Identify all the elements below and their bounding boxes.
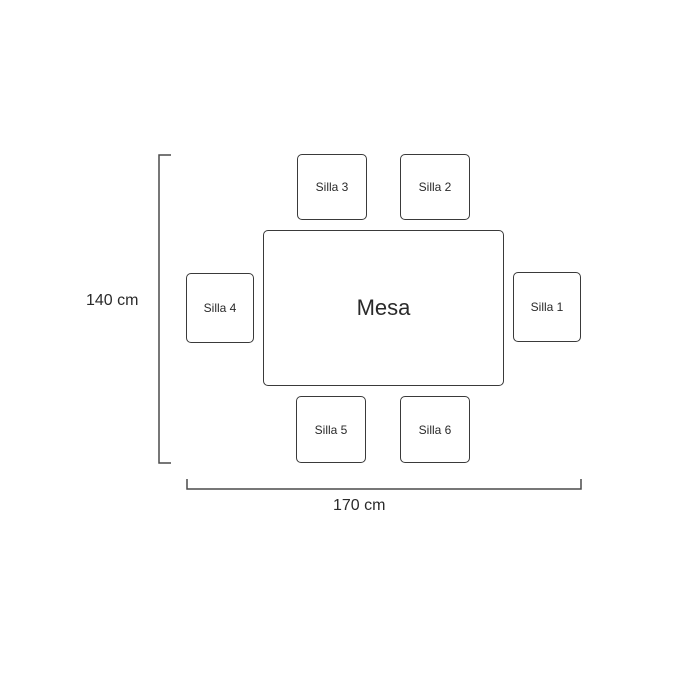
- chair-label: Silla 2: [418, 180, 452, 194]
- chair-label: Silla 6: [418, 422, 452, 437]
- chair-5: Silla 5: [296, 396, 366, 463]
- chair-3: Silla 3: [297, 154, 367, 220]
- chair-2: Silla 2: [400, 154, 470, 220]
- chair-4: Silla 4: [186, 273, 254, 343]
- chair-label: Silla 1: [530, 300, 564, 314]
- chair-1: Silla 1: [513, 272, 581, 342]
- depth-label: 140 cm: [86, 292, 139, 309]
- chair-label: Silla 3: [315, 180, 349, 194]
- chair-label: Silla 4: [203, 301, 237, 315]
- width-bracket: [186, 479, 582, 490]
- depth-bracket: [158, 154, 171, 464]
- table: Mesa: [263, 230, 504, 386]
- chair-label: Silla 5: [314, 422, 348, 437]
- width-label: 170 cm: [333, 497, 386, 514]
- chair-6: Silla 6: [400, 396, 470, 463]
- table-label: Mesa: [356, 295, 411, 320]
